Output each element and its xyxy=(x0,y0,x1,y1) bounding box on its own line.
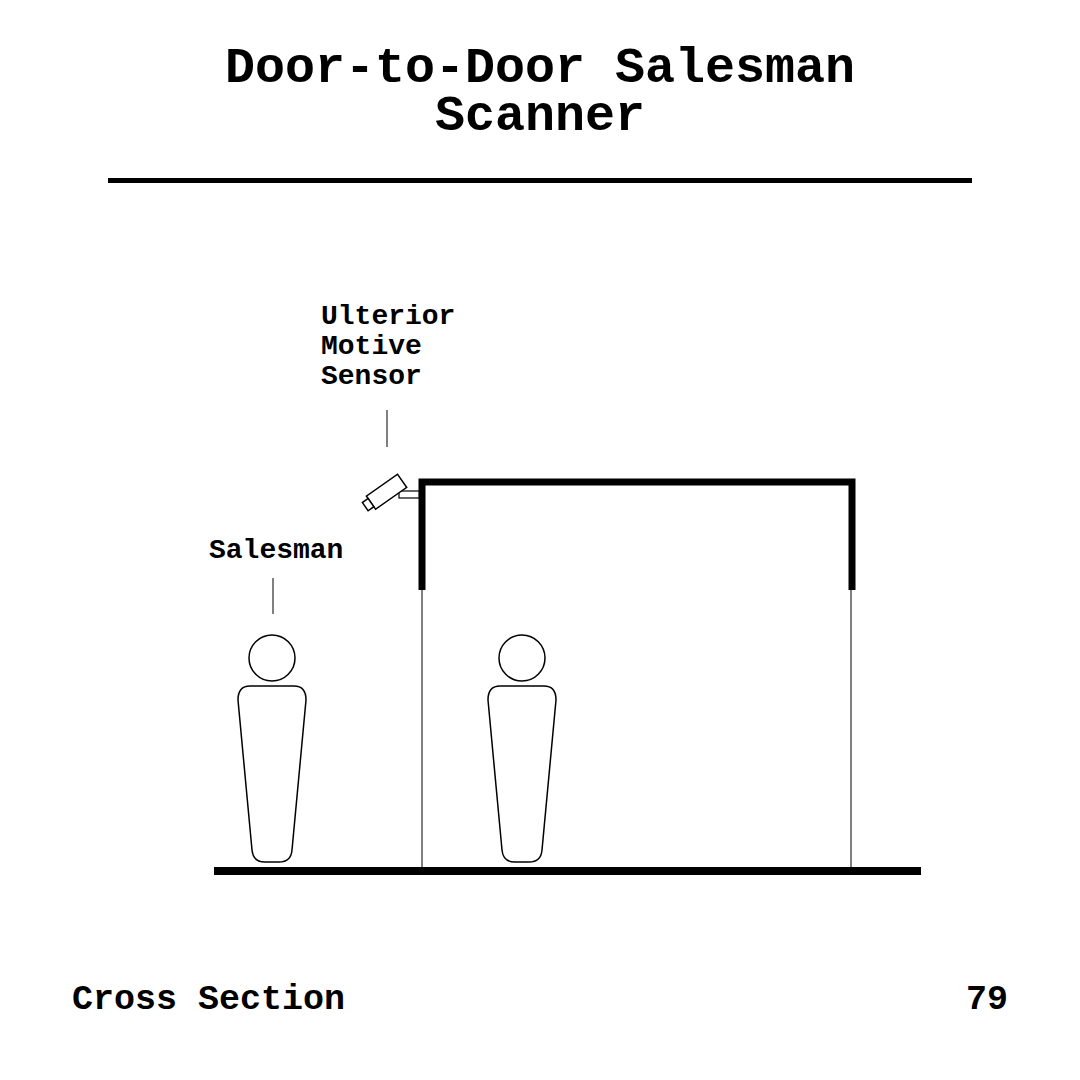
person-figure xyxy=(238,635,306,862)
scanner-frame xyxy=(422,482,852,590)
scan-plane xyxy=(422,590,423,867)
part-label: Ulterior Motive Sensor xyxy=(321,302,471,392)
leader-line xyxy=(273,578,274,614)
diagram-title: Door-to-Door Salesman Scanner xyxy=(200,45,880,141)
leader-line xyxy=(387,410,388,447)
ground-line xyxy=(214,867,921,875)
title-rule xyxy=(108,178,972,183)
view-caption: Cross Section xyxy=(72,980,345,1020)
sensor-symbol xyxy=(361,474,419,513)
part-label: Salesman xyxy=(209,536,343,566)
page-number: 79 xyxy=(966,980,1008,1020)
scan-plane xyxy=(851,590,852,867)
person-figure xyxy=(488,635,556,862)
